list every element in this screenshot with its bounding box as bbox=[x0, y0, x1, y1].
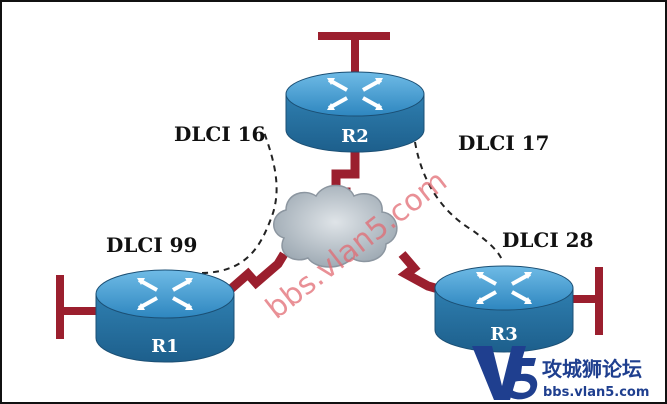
router-r1-label: R1 bbox=[151, 336, 178, 357]
serial-link-r1 bbox=[221, 251, 288, 299]
logo-title: 攻城狮论坛 bbox=[542, 357, 642, 381]
ethernet-stub-r2 bbox=[318, 32, 390, 76]
logo-mark-icon bbox=[472, 346, 538, 400]
site-logo: 攻城狮论坛 bbs.vlan5.com bbox=[472, 346, 649, 400]
pvc-r3-r2 bbox=[414, 141, 503, 261]
dlci-label-r2-r3: DLCI 17 bbox=[458, 131, 549, 155]
serial-link-r3 bbox=[397, 251, 444, 295]
router-r2[interactable]: R2 bbox=[285, 71, 425, 153]
pvc-r1-r2 bbox=[201, 131, 278, 274]
router-r3-label: R3 bbox=[490, 324, 517, 345]
ethernet-stub-r3 bbox=[562, 267, 603, 335]
dlci-label-r3-r2: DLCI 28 bbox=[502, 228, 593, 252]
dlci-label-r2-r1: DLCI 16 bbox=[174, 122, 265, 146]
logo-url: bbs.vlan5.com bbox=[543, 385, 649, 400]
dlci-label-r1-r2: DLCI 99 bbox=[106, 233, 197, 257]
frame-relay-cloud bbox=[273, 184, 398, 268]
router-r1[interactable]: R1 bbox=[95, 269, 235, 363]
router-r2-label: R2 bbox=[341, 126, 368, 147]
router-r3[interactable]: R3 bbox=[434, 265, 574, 353]
ethernet-stub-r1 bbox=[56, 275, 98, 339]
